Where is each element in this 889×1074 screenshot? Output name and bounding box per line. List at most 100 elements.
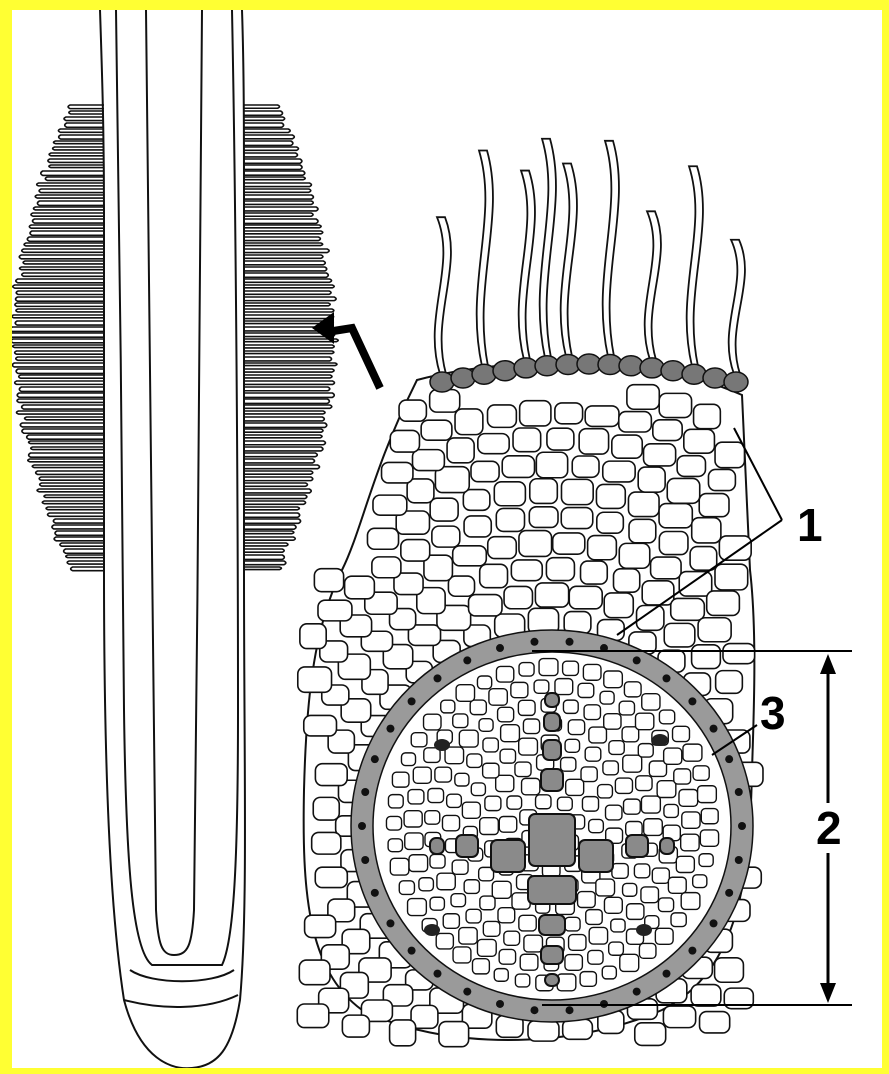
cortex-cell xyxy=(679,572,711,597)
cortex-cell xyxy=(494,482,525,506)
cross-section-root-hairs xyxy=(435,139,745,374)
stele-cell xyxy=(452,860,468,874)
cortex-cell xyxy=(480,564,508,587)
stele-cell xyxy=(441,700,455,713)
cortex-cell xyxy=(604,593,633,618)
stele-cell xyxy=(430,854,445,868)
root-hair xyxy=(244,537,295,540)
root-hair xyxy=(22,273,104,276)
casparian-dot xyxy=(710,725,718,733)
root-hair xyxy=(244,159,302,163)
root-hair xyxy=(244,399,329,403)
root-hair xyxy=(244,525,296,529)
cortex-cell xyxy=(690,547,717,571)
casparian-dot xyxy=(530,1006,538,1014)
root-hair xyxy=(244,111,283,115)
stele-cell xyxy=(499,949,515,964)
root-hair xyxy=(244,279,332,282)
stele-cell xyxy=(462,802,480,818)
cortex-cell xyxy=(612,435,642,458)
root-hair xyxy=(244,351,334,354)
cortex-cell xyxy=(315,867,347,887)
stele-cell xyxy=(699,854,713,867)
root-hair xyxy=(244,315,334,319)
stele-cell xyxy=(671,913,686,927)
stele-cell xyxy=(649,761,666,776)
stele-cell xyxy=(437,873,455,890)
root-hair xyxy=(244,489,311,493)
stele-cell xyxy=(409,855,428,872)
cortex-cell xyxy=(315,764,347,786)
cortex-cell xyxy=(430,498,458,521)
root-hair xyxy=(244,249,329,253)
stele-cell xyxy=(657,781,676,798)
stele-cell xyxy=(555,679,573,695)
casparian-dot xyxy=(688,697,696,705)
cortex-cell xyxy=(511,560,542,581)
root-hair xyxy=(53,141,104,144)
root-hair xyxy=(13,285,104,288)
root-hair xyxy=(48,513,104,516)
root-hair xyxy=(60,543,104,546)
cortex-cell xyxy=(628,492,659,517)
root-hair xyxy=(64,117,104,121)
cortex-cell xyxy=(707,591,740,615)
rhizodermis-cell xyxy=(682,364,706,384)
cortex-cell xyxy=(367,528,398,549)
stele-cell xyxy=(606,805,622,820)
cortex-cell xyxy=(432,526,460,547)
stele-cell xyxy=(569,935,586,951)
stele-cell xyxy=(534,680,549,693)
rhizodermis-cell xyxy=(451,368,475,388)
cortex-cell xyxy=(719,536,751,560)
root-hair xyxy=(244,441,325,445)
cortex-cell xyxy=(520,401,551,426)
root-hair xyxy=(16,279,104,283)
cortex-cell xyxy=(373,495,407,515)
root-hair xyxy=(244,561,286,565)
root-hair xyxy=(53,519,104,523)
casparian-dot xyxy=(566,638,574,646)
root-hair xyxy=(244,495,307,499)
stele-cell xyxy=(622,727,639,742)
root-hair xyxy=(40,483,104,486)
root-hair xyxy=(561,164,577,357)
casparian-dot xyxy=(433,674,441,682)
root-hair xyxy=(53,147,104,150)
root-hair xyxy=(244,255,323,258)
cortex-cell xyxy=(563,1019,593,1039)
root-hair xyxy=(244,171,305,175)
root-hair xyxy=(244,507,299,510)
root-hair xyxy=(244,207,318,211)
stele-cell xyxy=(524,935,543,952)
rhizodermis-cell xyxy=(472,364,496,384)
stele-cell xyxy=(568,720,584,735)
casparian-dot xyxy=(433,970,441,978)
stele-cell xyxy=(693,766,709,781)
cortex-cell xyxy=(708,469,735,490)
root-hair xyxy=(244,345,334,348)
stele-cell xyxy=(596,879,615,896)
rhizodermis-cell xyxy=(703,368,727,388)
cortex-cell xyxy=(297,1004,328,1028)
stele-cell xyxy=(698,786,717,803)
root-hair xyxy=(65,123,104,127)
root-hair xyxy=(16,297,104,301)
root-hair xyxy=(19,255,104,259)
stele-cell xyxy=(494,969,508,982)
dimension-arrow-top xyxy=(820,654,836,674)
root-hair xyxy=(39,189,104,193)
stele-cell xyxy=(435,767,452,782)
cortex-cell xyxy=(642,581,674,605)
root-hair xyxy=(244,417,324,421)
root-hair xyxy=(16,369,104,373)
root-hair xyxy=(31,447,104,450)
cortex-cell xyxy=(694,404,721,428)
stele-cell xyxy=(425,811,440,824)
stele-cell xyxy=(443,914,459,929)
casparian-dot xyxy=(463,656,471,664)
stele-cell xyxy=(582,797,598,811)
cortex-cell xyxy=(299,960,330,985)
stele-cell xyxy=(515,762,531,776)
root-hair xyxy=(244,153,298,157)
